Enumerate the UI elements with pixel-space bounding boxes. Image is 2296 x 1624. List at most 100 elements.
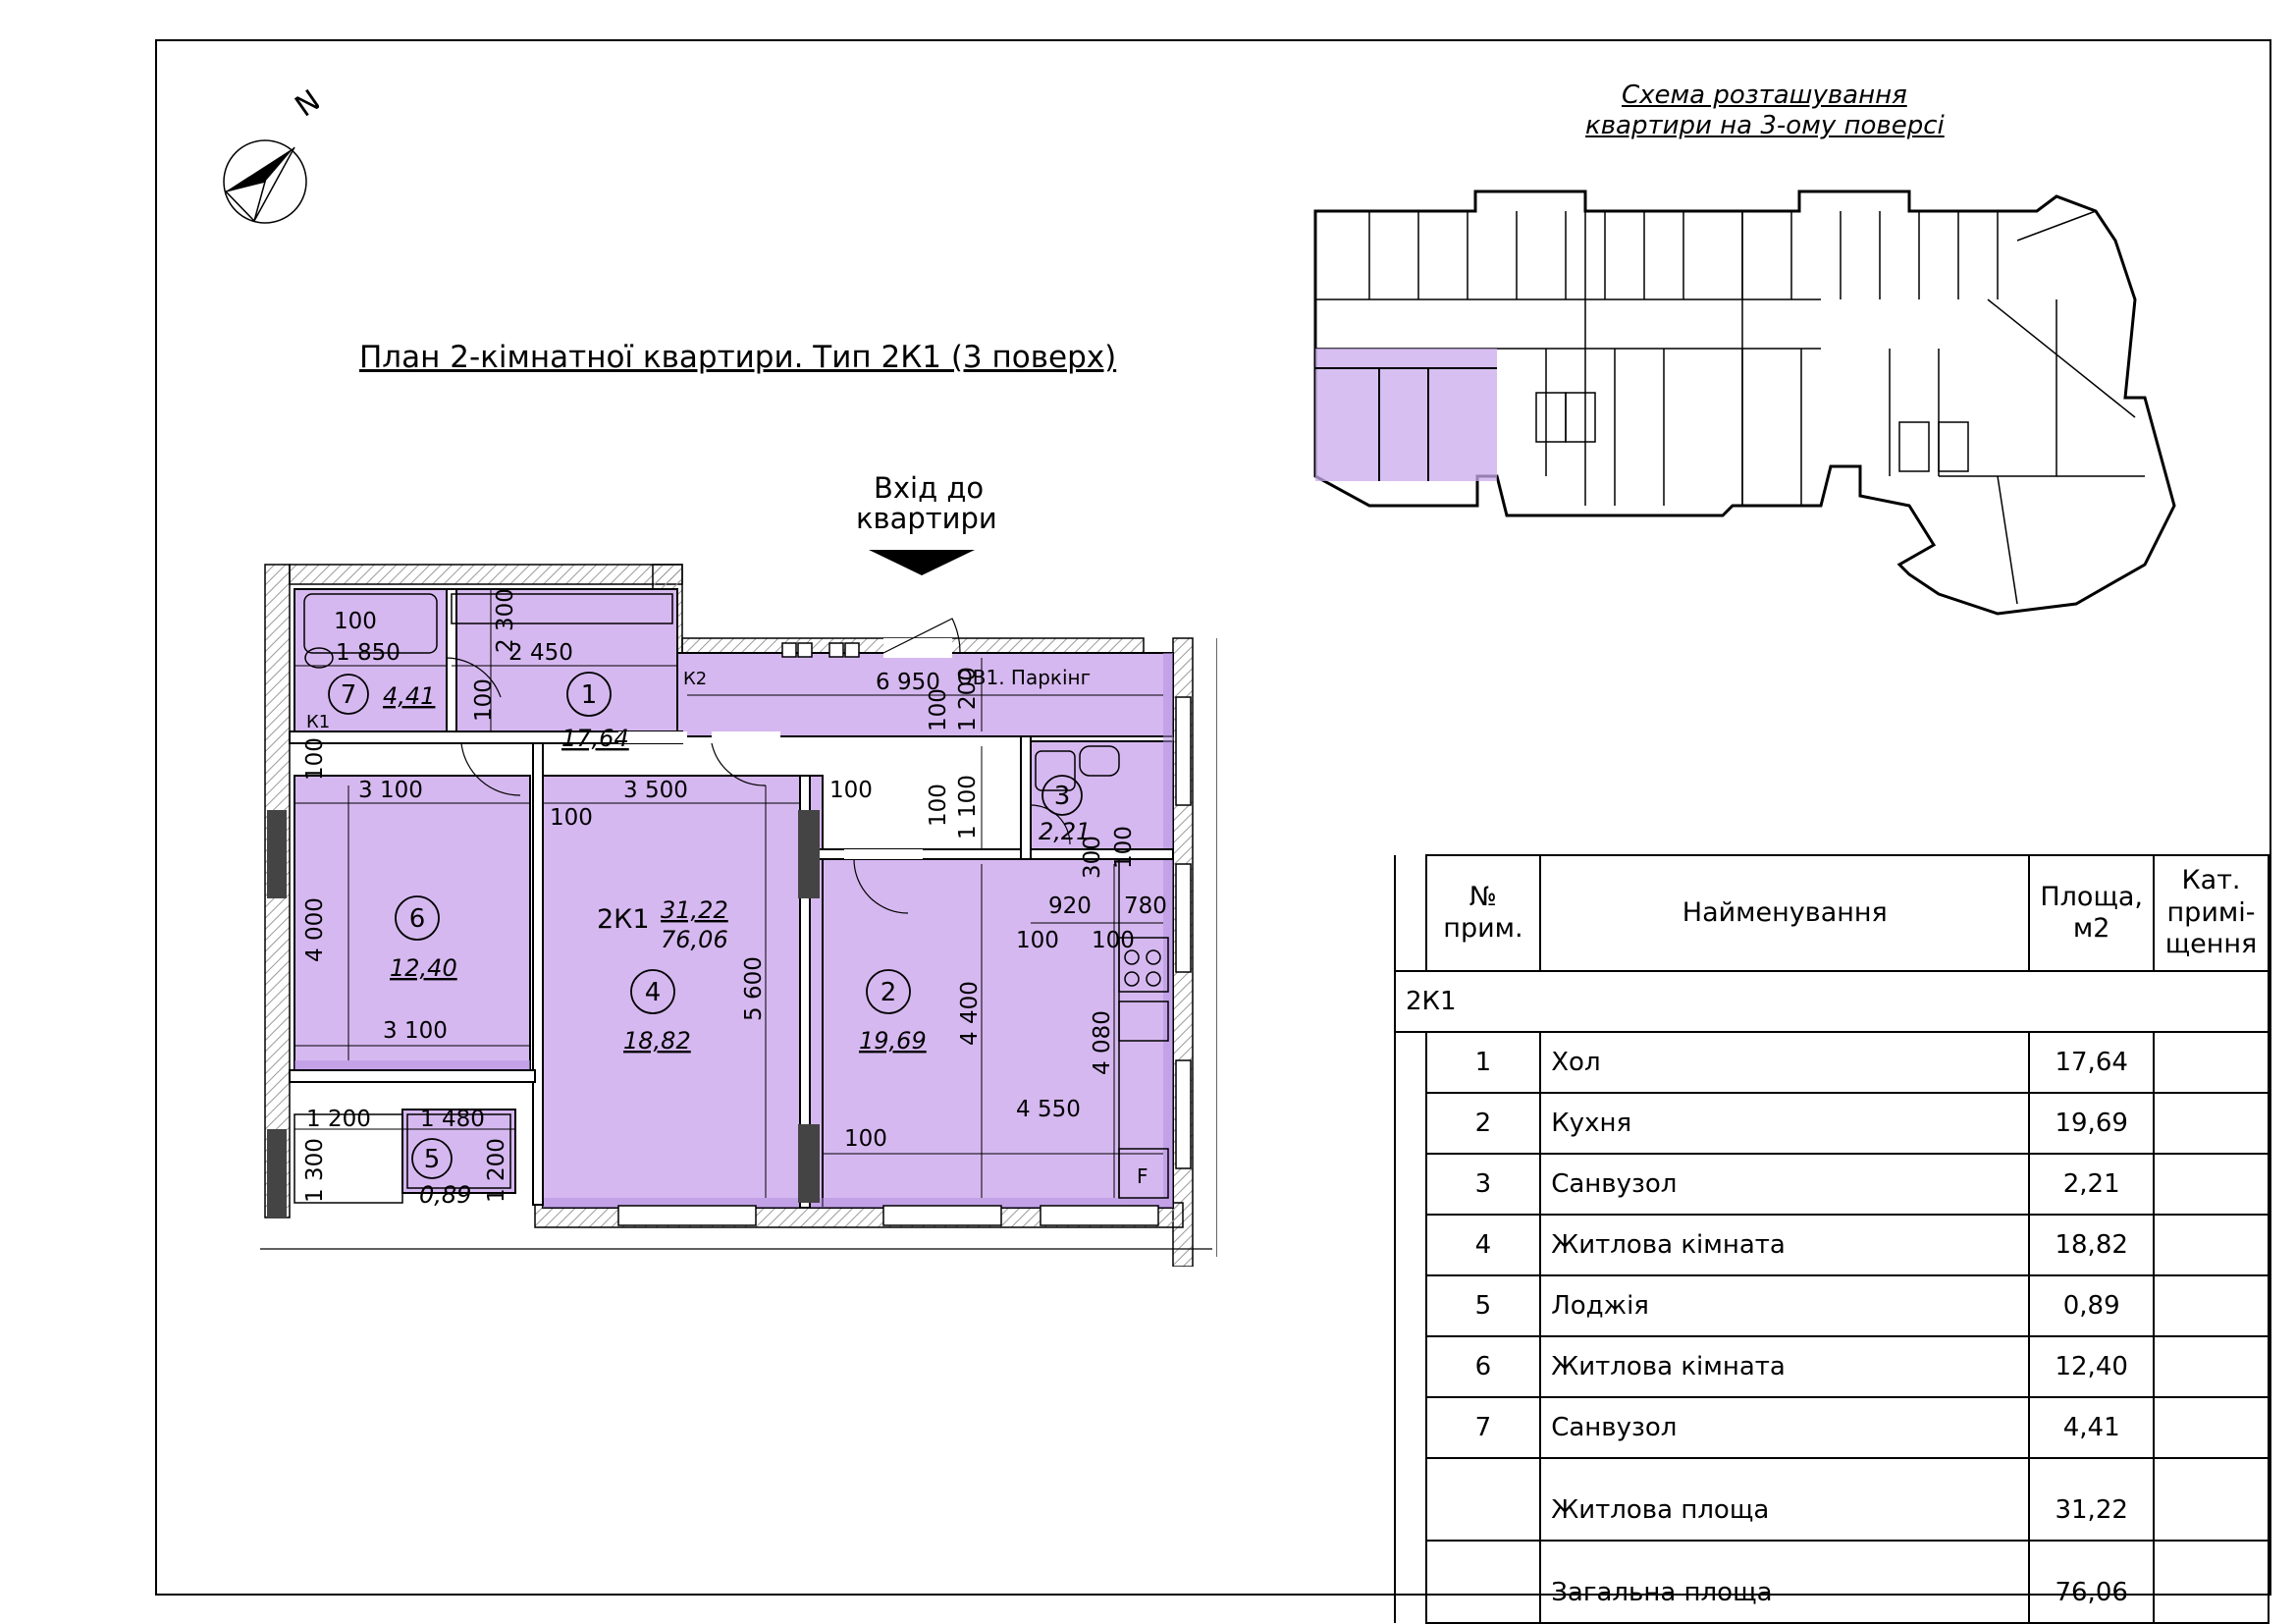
drawing-frame bbox=[155, 39, 2271, 1596]
dim-1480: 1 480 bbox=[420, 1107, 485, 1132]
entry-arrow-icon bbox=[869, 550, 975, 575]
table-row: 7 Санвузол 4,41 bbox=[1394, 1396, 2269, 1459]
row-category bbox=[2153, 1396, 2269, 1459]
room-4-area: 18,82 bbox=[623, 1027, 691, 1055]
row-num: 6 bbox=[1424, 1335, 1542, 1398]
plan-title: План 2-кімнатної квартири. Тип 2К1 (3 по… bbox=[359, 340, 1117, 375]
room-6-number: 6 bbox=[409, 904, 426, 934]
row-name: Житлова кімната bbox=[1539, 1335, 2031, 1398]
table-row: 3 Санвузол 2,21 bbox=[1394, 1153, 2269, 1216]
apartment-living-area: 31,22 bbox=[661, 896, 728, 924]
header-area: Площа, м2 bbox=[2028, 854, 2156, 972]
room-4-number: 4 bbox=[645, 978, 662, 1007]
summary-row: Загальна площа 76,06 bbox=[1394, 1540, 2269, 1624]
highlighted-apartment bbox=[1315, 349, 1497, 481]
table-row: 2 Кухня 19,69 bbox=[1394, 1092, 2269, 1155]
dim-100-c: 100 bbox=[302, 737, 328, 781]
room-6-area: 12,40 bbox=[390, 954, 457, 982]
row-name: Лоджія bbox=[1539, 1274, 2031, 1337]
room-table: № прим. Найменування Площа, м2 Кат. прим… bbox=[1394, 854, 2269, 1624]
dim-4080: 4 080 bbox=[1090, 1010, 1115, 1075]
row-name: Кухня bbox=[1539, 1092, 2031, 1155]
dim-100-d: 100 bbox=[926, 688, 951, 731]
header-category: Кат. примі- щення bbox=[2153, 854, 2269, 972]
dim-4550: 4 550 bbox=[1016, 1097, 1081, 1122]
table-row: 5 Лоджія 0,89 bbox=[1394, 1274, 2269, 1337]
row-num: 2 bbox=[1424, 1092, 1542, 1155]
dim-1300: 1 300 bbox=[302, 1138, 328, 1203]
north-label: N bbox=[290, 88, 319, 125]
header-name: Найменування bbox=[1539, 854, 2031, 972]
row-area: 19,69 bbox=[2028, 1092, 2156, 1155]
dim-3100-top: 3 100 bbox=[358, 778, 423, 803]
row-category bbox=[2153, 1214, 2269, 1276]
row-name: Санвузол bbox=[1539, 1396, 2031, 1459]
dim-2300: 2 300 bbox=[493, 588, 518, 653]
row-area: 17,64 bbox=[2028, 1031, 2156, 1094]
label-k1: К1 bbox=[306, 712, 330, 732]
dim-1200-c: 1 200 bbox=[484, 1138, 509, 1203]
room-7-area: 4,41 bbox=[383, 682, 435, 710]
room-3-area: 2,21 bbox=[1039, 818, 1091, 845]
label-fridge: F bbox=[1137, 1164, 1148, 1188]
apartment-plan: 7 1 3 6 4 2 5 4,41 17,64 2,21 12,40 18,8… bbox=[260, 564, 1217, 1267]
dim-300: 300 bbox=[1080, 836, 1105, 879]
summary-area: 76,06 bbox=[2028, 1540, 2156, 1624]
summary-row: Житлова площа 31,22 bbox=[1394, 1457, 2269, 1542]
row-area: 12,40 bbox=[2028, 1335, 2156, 1398]
dim-4000: 4 000 bbox=[302, 897, 328, 962]
dim-100-j: 100 bbox=[1111, 826, 1137, 869]
room-1-area: 17,64 bbox=[561, 725, 629, 752]
scheme-title-line2: квартири на 3-ому поверсі bbox=[1585, 111, 1945, 140]
dim-100-f: 100 bbox=[550, 805, 593, 831]
row-area: 0,89 bbox=[2028, 1274, 2156, 1337]
row-category bbox=[2153, 1031, 2269, 1094]
row-area: 18,82 bbox=[2028, 1214, 2156, 1276]
summary-name: Загальна площа bbox=[1539, 1540, 2031, 1624]
table-row: 6 Житлова кімната 12,40 bbox=[1394, 1335, 2269, 1398]
dim-1200-a: 1 200 bbox=[955, 667, 981, 731]
entry-label-line2: квартири bbox=[856, 502, 997, 535]
dim-780: 780 bbox=[1124, 893, 1167, 919]
row-category bbox=[2153, 1274, 2269, 1337]
dim-100-e: 100 bbox=[829, 778, 873, 803]
scheme-title-line1: Схема розташування bbox=[1622, 81, 1907, 110]
row-num: 3 bbox=[1424, 1153, 1542, 1216]
header-num: № прим. bbox=[1424, 854, 1542, 972]
apartment-code: 2К1 bbox=[597, 904, 650, 935]
dim-1200-b: 1 200 bbox=[306, 1107, 371, 1132]
dim-6950: 6 950 bbox=[876, 670, 940, 695]
row-category bbox=[2153, 1335, 2269, 1398]
dim-4400: 4 400 bbox=[957, 981, 983, 1046]
summary-name: Житлова площа bbox=[1539, 1457, 2031, 1542]
row-category bbox=[2153, 1153, 2269, 1216]
row-area: 4,41 bbox=[2028, 1396, 2156, 1459]
dim-3500: 3 500 bbox=[623, 778, 688, 803]
dim-100-k: 100 bbox=[844, 1126, 887, 1152]
label-ov1: ОВ1. Паркінг bbox=[957, 666, 1091, 689]
entry-label-line1: Вхід до bbox=[874, 471, 985, 505]
table-section: 2К1 bbox=[1394, 970, 2269, 1033]
row-name: Хол bbox=[1539, 1031, 2031, 1094]
dim-5600: 5 600 bbox=[741, 956, 767, 1021]
floor-scheme bbox=[1313, 189, 2176, 616]
room-5-area: 0,89 bbox=[419, 1181, 471, 1209]
row-name: Санвузол bbox=[1539, 1153, 2031, 1216]
row-num: 4 bbox=[1424, 1214, 1542, 1276]
dim-2450: 2 450 bbox=[508, 640, 573, 666]
room-2-area: 19,69 bbox=[859, 1027, 927, 1055]
room-3-number: 3 bbox=[1054, 782, 1071, 811]
dim-920: 920 bbox=[1048, 893, 1092, 919]
north-arrow-icon: N bbox=[223, 88, 319, 224]
summary-area: 31,22 bbox=[2028, 1457, 2156, 1542]
room-7-number: 7 bbox=[341, 680, 357, 710]
dim-100-b: 100 bbox=[471, 678, 497, 722]
row-area: 2,21 bbox=[2028, 1153, 2156, 1216]
label-k2: К2 bbox=[683, 669, 707, 689]
room-5-number: 5 bbox=[424, 1145, 441, 1174]
row-category bbox=[2153, 1092, 2269, 1155]
dim-1850: 1 850 bbox=[336, 640, 400, 666]
apartment-total-area: 76,06 bbox=[661, 926, 728, 953]
row-num: 5 bbox=[1424, 1274, 1542, 1337]
room-2-number: 2 bbox=[881, 978, 897, 1007]
